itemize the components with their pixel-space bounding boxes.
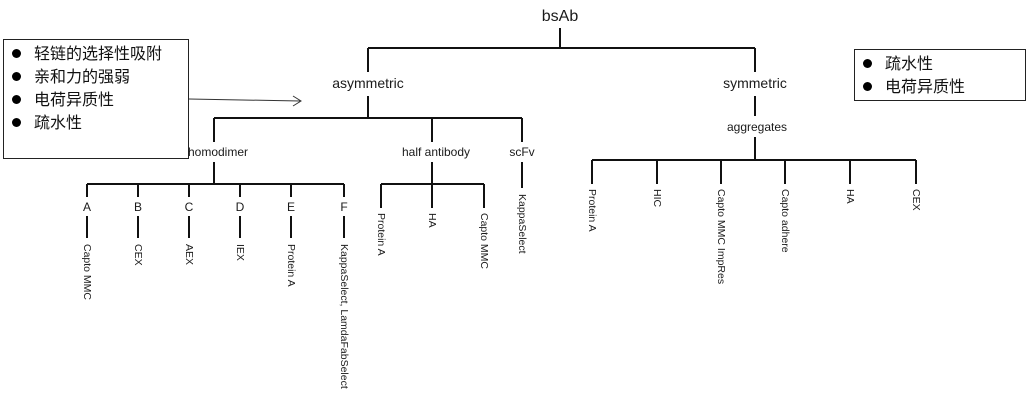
root-label: bsAb: [542, 8, 579, 25]
letter-b: B: [134, 200, 142, 214]
letter-f: F: [340, 200, 347, 214]
method-ha: HA: [426, 213, 438, 228]
method-capto-mmc: Capto MMC: [81, 244, 93, 300]
method-protein-a: Protein A: [375, 213, 387, 256]
left-properties-list: 轻链的选择性吸附 亲和力的强弱 电荷异质性 疏水性: [4, 42, 184, 134]
letter-a: A: [83, 200, 91, 214]
method-aex: AEX: [183, 244, 195, 265]
method-ha: HA: [844, 189, 856, 204]
homodimer-label: homodimer: [188, 145, 248, 159]
method-cex: CEX: [910, 189, 922, 211]
symmetric-label: symmetric: [723, 75, 787, 91]
half-antibody-label: half antibody: [402, 145, 470, 159]
method-kappaselect-lamdafabselect: KappaSelect, LamdaFabSelect: [338, 244, 350, 389]
list-item: 电荷异质性: [4, 88, 184, 111]
scfv-label: scFv: [509, 145, 534, 159]
method-capto-mmc: Capto MMC: [478, 213, 490, 269]
method-capto-adhere: Capto adhere: [779, 189, 791, 253]
list-item: 轻链的选择性吸附: [4, 42, 184, 65]
method-capto-mmc-impres: Capto MMC ImpRes: [715, 189, 727, 284]
method-hic: HIC: [651, 189, 663, 208]
method-protein-a: Protein A: [586, 189, 598, 232]
letter-d: D: [236, 200, 245, 214]
list-item: 亲和力的强弱: [4, 65, 184, 88]
method-kappaselect: KappaSelect: [516, 194, 528, 254]
list-item: 疏水性: [4, 111, 184, 134]
right-properties-box: 疏水性 电荷异质性: [854, 49, 1026, 101]
right-properties-list: 疏水性 电荷异质性: [855, 52, 1021, 98]
method-iex: IEX: [234, 244, 246, 261]
letter-e: E: [287, 200, 295, 214]
method-protein-a: Protein A: [285, 244, 297, 287]
list-item: 疏水性: [855, 52, 1021, 75]
list-item: 电荷异质性: [855, 75, 1021, 98]
asymmetric-label: asymmetric: [332, 75, 404, 91]
arrow-head-icon: [292, 95, 302, 107]
method-cex: CEX: [132, 244, 144, 266]
pointer-arrow: [188, 98, 301, 102]
letter-c: C: [185, 200, 194, 214]
left-properties-box: 轻链的选择性吸附 亲和力的强弱 电荷异质性 疏水性: [3, 39, 189, 159]
aggregates-label: aggregates: [727, 120, 787, 134]
